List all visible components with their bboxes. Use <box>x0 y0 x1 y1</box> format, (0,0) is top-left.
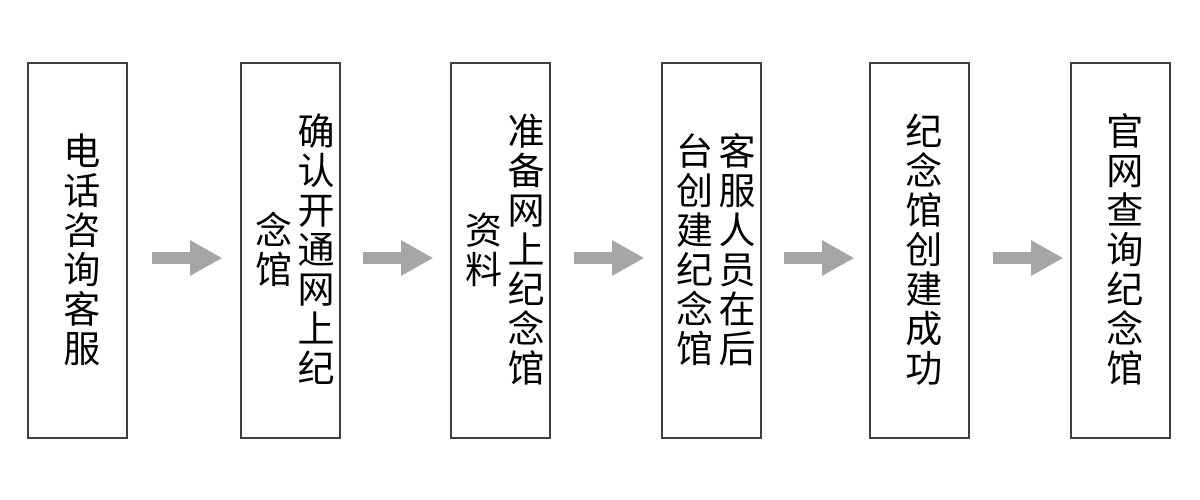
process-box-label-step-2: 确认开通网上纪念馆 <box>249 112 334 389</box>
process-box-step-4[interactable]: 客服人员在后台创建纪念馆 <box>661 62 762 439</box>
arrow-right-icon-step-3-to-4 <box>574 240 644 276</box>
process-box-label-step-5: 纪念馆创建成功 <box>899 112 941 389</box>
process-box-step-1[interactable]: 电话咨询客服 <box>27 62 128 439</box>
process-box-step-2[interactable]: 确认开通网上纪念馆 <box>240 62 341 439</box>
process-box-label-step-4: 客服人员在后台创建纪念馆 <box>670 132 755 369</box>
process-box-label-step-3: 准备网上纪念馆资料 <box>459 112 544 389</box>
arrow-right-icon-step-1-to-2 <box>152 240 222 276</box>
process-box-label-step-6: 官网查询纪念馆 <box>1100 112 1142 389</box>
process-box-step-3[interactable]: 准备网上纪念馆资料 <box>450 62 551 439</box>
process-box-step-5[interactable]: 纪念馆创建成功 <box>869 62 970 439</box>
arrow-right-icon-step-2-to-3 <box>363 240 433 276</box>
arrow-right-icon-step-5-to-6 <box>993 240 1063 276</box>
arrow-right-icon-step-4-to-5 <box>784 240 854 276</box>
process-box-label-step-1: 电话咨询客服 <box>57 132 99 369</box>
process-box-step-6[interactable]: 官网查询纪念馆 <box>1070 62 1171 439</box>
